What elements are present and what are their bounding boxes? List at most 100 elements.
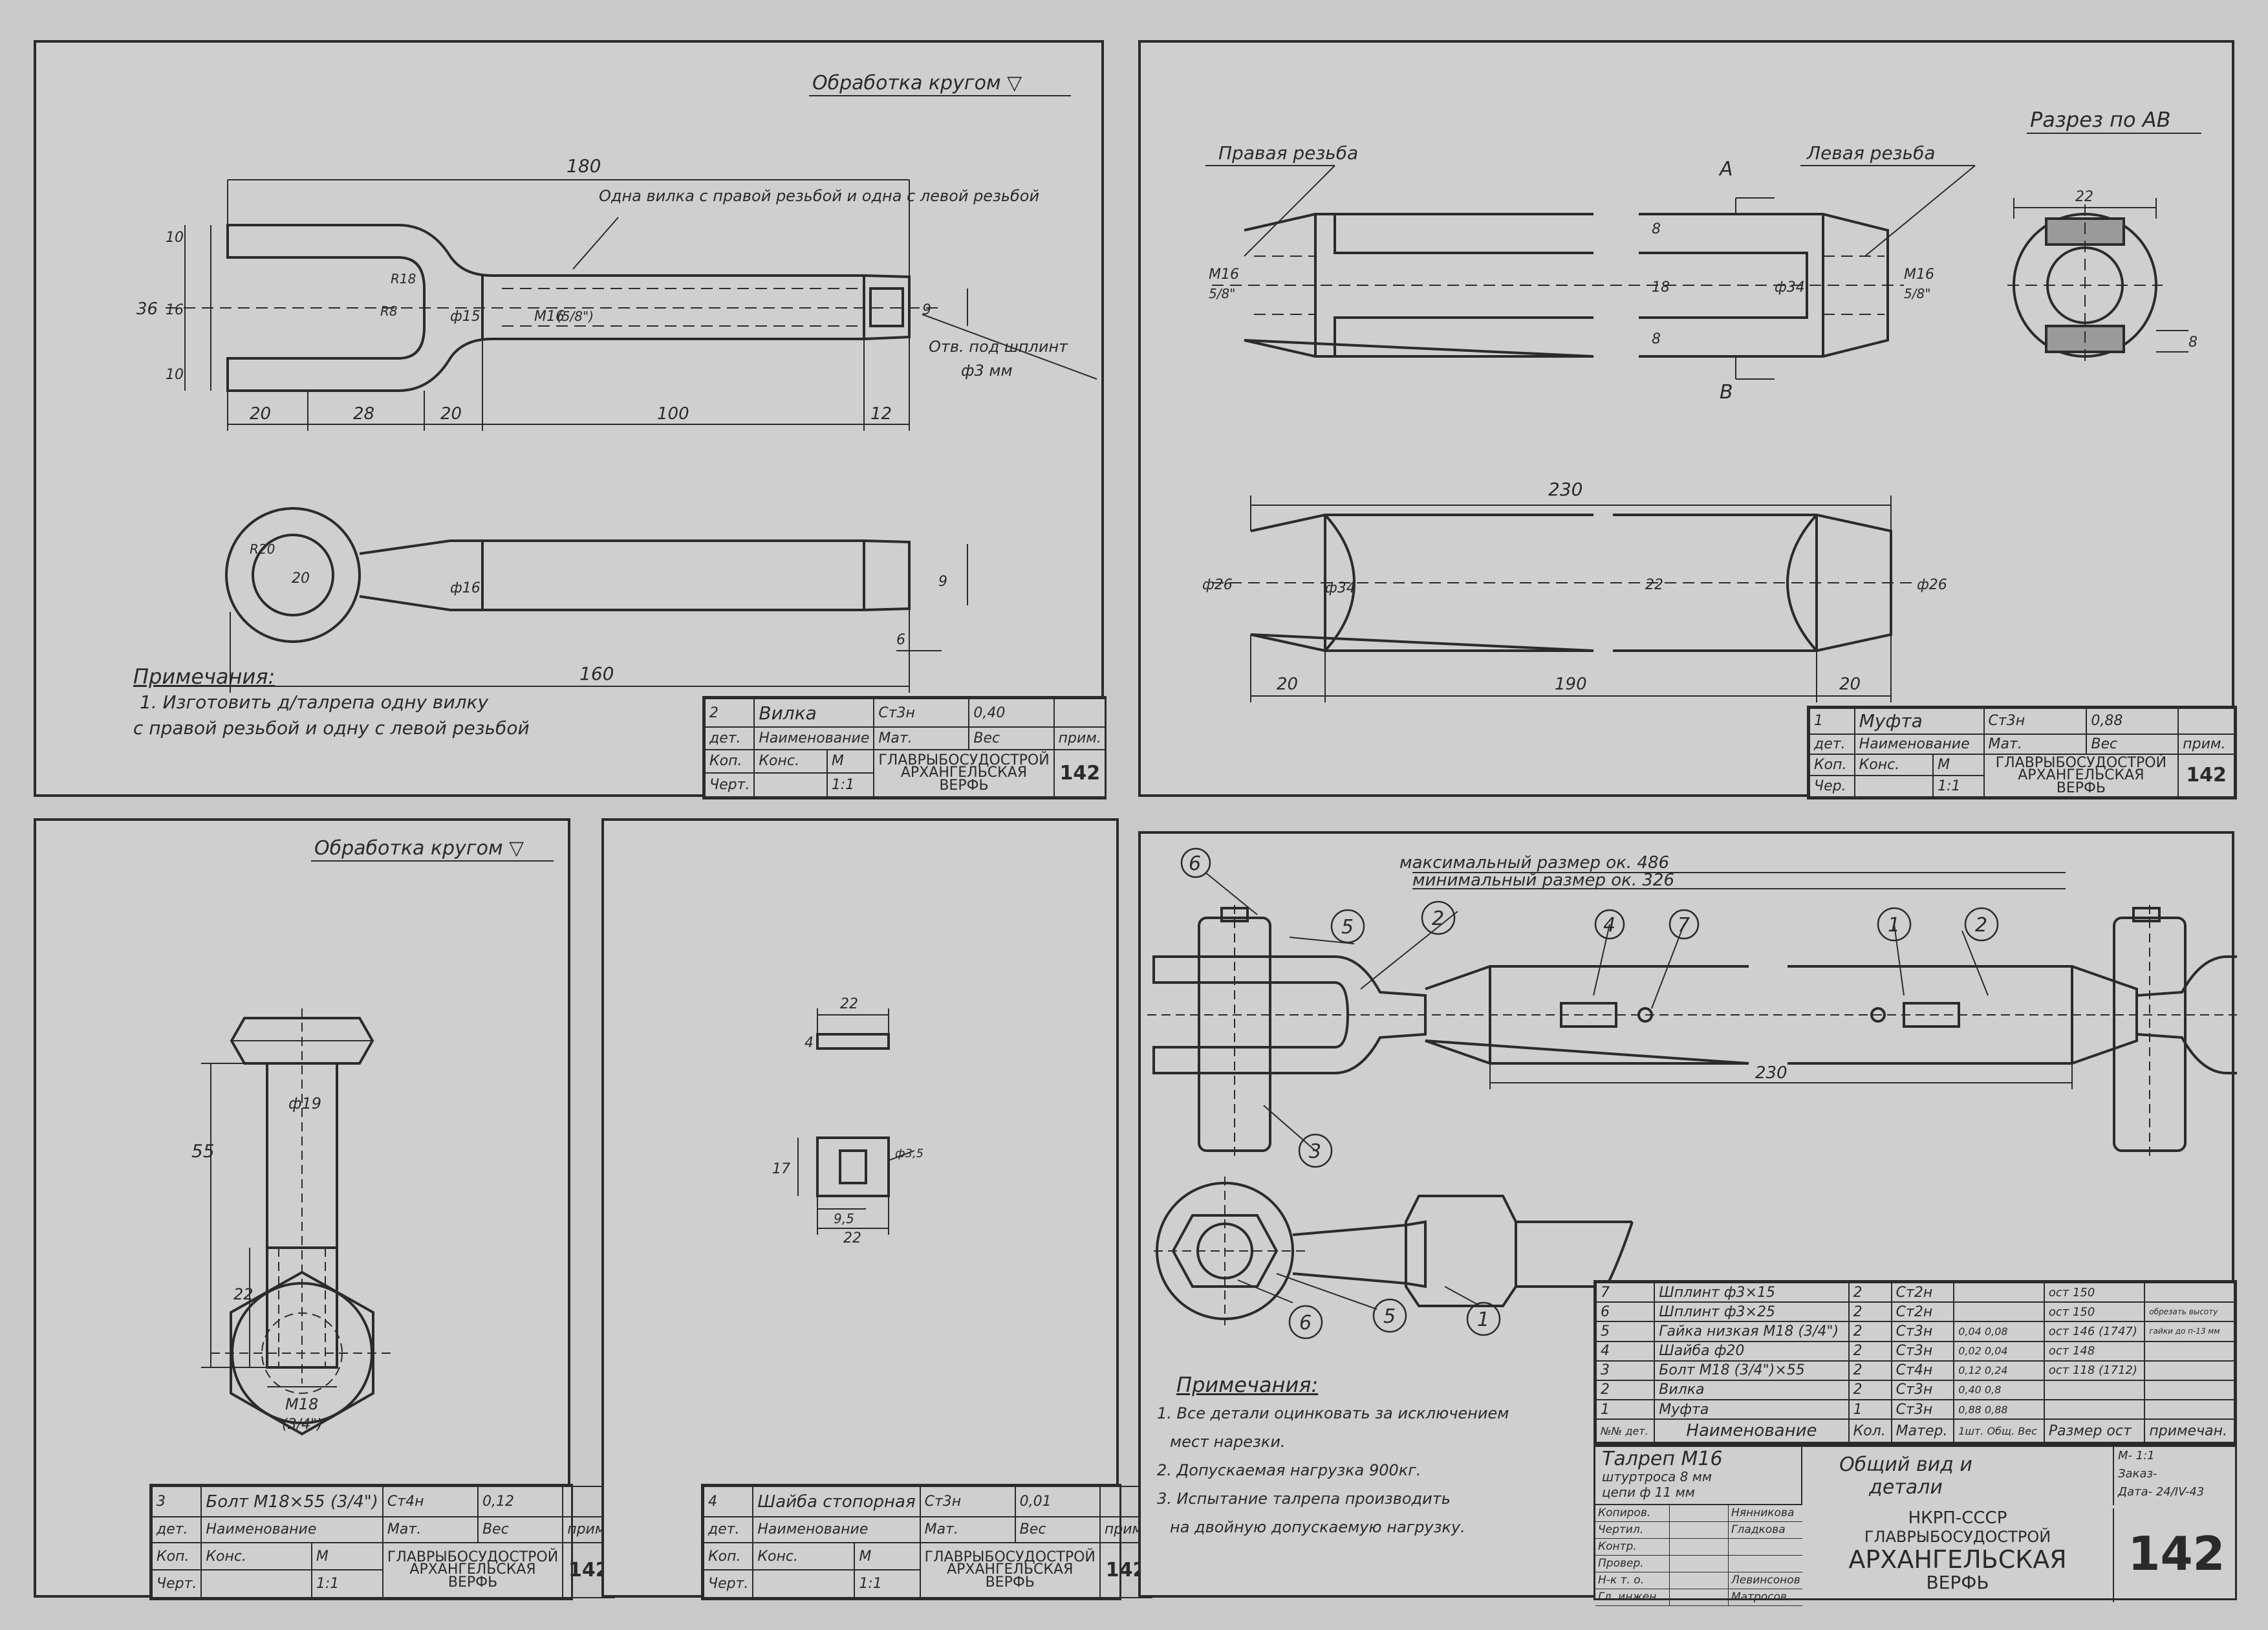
assembly-dim-230: 230 [1755,1063,1787,1083]
fork-dim-16: 16 [166,302,184,318]
coup-dim-230: 230 [1548,479,1582,500]
bom-cell-weight: 0,88 0,88 [1953,1399,2045,1420]
bolt-dim-d19: ф19 [288,1094,321,1113]
bolt-drawing: Обработка кругом ▽ ф19 55 22 М18 (3/4") [191,837,554,1436]
bolt-tb-kons: Конс. [200,1541,312,1571]
fork-tb-m: М [826,748,875,774]
assembly-signature [1670,1539,1729,1555]
bom-cell-mat: Ст3н [1890,1340,1955,1362]
coup-dim-22a: 22 [2075,189,2093,205]
assembly-title-1: Талреп М16 [1602,1448,1723,1470]
coup-dim-thread-a: 5/8" [1209,286,1235,301]
assembly-max-size: максимальный размер ок. 486 [1399,853,1669,873]
bolt-tb-num: 3 [151,1485,202,1518]
washer-tb-scale: 1:1 [854,1569,921,1598]
assembly-org-1: ГЛАВРЫБОСУДОСТРОЙ [1864,1528,2051,1546]
balloon-5b: 5 [1383,1305,1396,1328]
fork-tb-mat: Ст3н [873,697,970,728]
bom-cell-pos: 4 [1595,1340,1656,1362]
assembly-min-size: минимальный размер ок. 326 [1412,871,1674,890]
assembly-person: Матросов [1731,1591,1787,1603]
assembly-title-2: штуртроса 8 мм [1602,1469,1712,1484]
bom-cell-mat: Ст3н [1890,1379,1955,1401]
bolt-tb-h-det: дет. [151,1516,202,1543]
assembly-signature [1670,1572,1729,1589]
coup-tb-kons: Конс. [1853,753,1934,776]
bom-cell-qty: 2 [1848,1379,1892,1401]
coup-tb-kop: Коп. [1809,753,1855,776]
coup-dim-20b: 20 [1839,675,1861,694]
assembly-person: Левинсонов [1731,1574,1800,1587]
bom-cell-weight: 0,40 0,8 [1953,1379,2045,1401]
bom-cell-name: Болт М18 (3/4")×55 [1654,1360,1850,1381]
bom-h-name: Наименование [1654,1418,1850,1443]
fork-note-2: с правой резьбой и одну с левой резьбой [133,717,530,739]
washer-dim-hole: ф3,5 [895,1147,923,1160]
balloon-2a: 2 [1432,907,1444,930]
coup-dim-m16a: М16 [1209,266,1239,283]
washer-drawing: 22 4 17 9,5 22 ф3,5 [772,996,923,1246]
balloon-4: 4 [1603,914,1615,937]
bom-cell-name: Вилка [1654,1379,1850,1401]
sheet-fork: Обработка кругом ▽ 180 36 10 16 10 R8 R1… [34,40,1107,799]
bolt-tb-kop: Коп. [151,1541,202,1571]
assembly-role: Копиров. [1595,1505,1670,1521]
coupling-drawing: Разрез по АВ Правая резьба Левая резьба … [1202,107,2201,702]
bom-cell-std: ост 150 [2043,1301,2146,1323]
assembly-role-row: Контр. [1595,1539,1802,1556]
fork-drawing: Обработка кругом ▽ 180 36 10 16 10 R8 R1… [136,72,1097,693]
assembly-role-row: Чертил.Гладкова [1595,1522,1802,1539]
fork-dim-28: 28 [353,404,374,424]
bom-cell-weight: 0,12 0,24 [1953,1360,2045,1381]
fork-dim-180: 180 [567,155,601,177]
coup-dim-d26a: ф26 [1202,577,1233,593]
fork-dim-9b: 9 [938,574,947,590]
fork-dim-10b: 10 [166,367,184,383]
coup-tb-h-weight: Вес [2086,733,2179,755]
coup-tb-h-mat: Мат. [1983,733,2088,755]
fork-tb-weight: 0,40 [968,697,1055,728]
fork-tb-h-weight: Вес [968,726,1055,750]
fork-dim-r20: R20 [250,541,275,557]
washer-dim-9-5: 9,5 [834,1211,854,1226]
fork-dim-100: 100 [657,404,689,424]
bolt-tb-cher: Черт. [151,1569,202,1598]
assembly-role-row: Провер. [1595,1556,1802,1572]
bom-cell-weight [1953,1281,2045,1303]
coup-dim-d34a: ф34 [1775,279,1805,296]
bom-h-mat: Матер. [1890,1418,1955,1443]
assembly-role-row: Гл. инжен.Матросов [1595,1589,1802,1606]
bom-cell-note [2144,1399,2235,1420]
assembly-note-1a: 1. Все детали оцинковать за исключением [1157,1404,1509,1422]
washer-tb-num: 4 [702,1485,754,1518]
fork-dim-20c: 20 [292,570,310,587]
coup-dim-thread-b: 5/8" [1904,286,1930,301]
assembly-org-2: АРХАНГЕЛЬСКАЯ [1848,1545,2067,1574]
fork-dim-thread: (5/8") [557,309,594,324]
balloon-1a: 1 [1888,914,1900,937]
bom-cell-pos: 1 [1595,1399,1656,1420]
bom-cell-pos: 6 [1595,1301,1656,1323]
bom-cell-note: гайки до п-13 мм [2144,1321,2235,1342]
bom-cell-mat: Ст2н [1890,1301,1955,1323]
assembly-notes: Примечания: 1. Все детали оцинковать за … [1157,1371,1509,1541]
fork-tb-cher: Черт. [704,772,755,798]
bom-cell-mat: Ст2н [1890,1281,1955,1303]
balloon-6a: 6 [1189,853,1201,875]
fork-dim-d16: ф16 [450,580,481,596]
assembly-org-0: НКРП-СССР [1908,1508,2007,1528]
bolt-tb-h-weight: Вес [477,1516,564,1543]
bom-cell-qty: 2 [1848,1340,1892,1362]
assembly-notes-title: Примечания: [1176,1373,1319,1397]
assembly-note-3b: на двойную допускаемую нагрузку. [1170,1518,1465,1536]
bom-h-note: примечан. [2144,1418,2235,1443]
